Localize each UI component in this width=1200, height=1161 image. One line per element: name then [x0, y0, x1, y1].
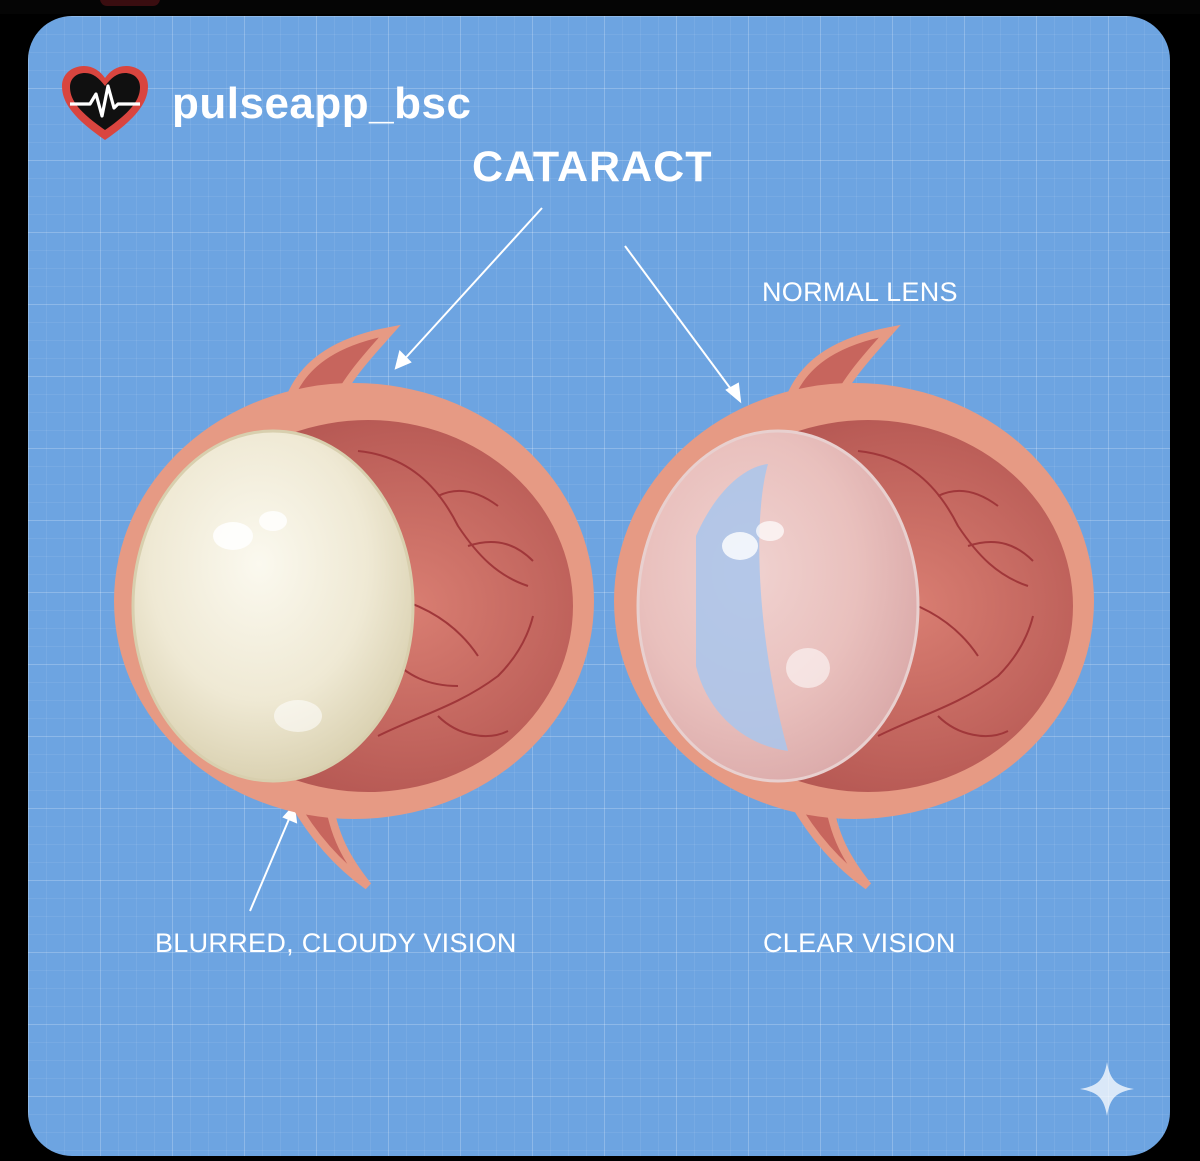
sparkle-icon: [1080, 1062, 1134, 1116]
blurred-vision-label: BLURRED, CLOUDY VISION: [155, 928, 517, 958]
heart-pulse-icon: [62, 66, 148, 140]
clear-vision-label: CLEAR VISION: [763, 928, 956, 958]
top-strip: [0, 0, 1200, 14]
normal-eye: [614, 324, 1094, 890]
top-strip-blob: [100, 0, 160, 6]
infographic-card: pulseapp_bsc CATARACT: [28, 16, 1170, 1156]
cataract-eye: [114, 324, 594, 890]
eye-illustration: [114, 207, 1094, 912]
brand-header[interactable]: pulseapp_bsc: [60, 64, 471, 144]
brand-handle: pulseapp_bsc: [172, 79, 472, 128]
diagram-title: CATARACT: [472, 143, 713, 191]
normal-lens-label: NORMAL LENS: [762, 277, 958, 307]
